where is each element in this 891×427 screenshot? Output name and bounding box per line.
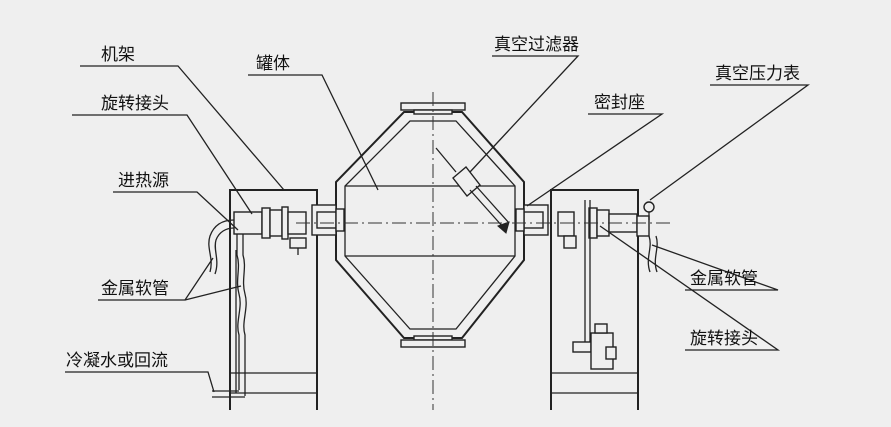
label-vacuum-gauge: 真空压力表 <box>715 64 800 84</box>
label-metal-hose-right: 金属软管 <box>690 269 758 289</box>
vacuum-gauge-icon <box>643 201 655 220</box>
label-vacuum-filter: 真空过滤器 <box>494 35 579 55</box>
labels: 机架 旋转接头 进热源 金属软管 冷凝水或回流 罐体 真空过滤器 密封座 真空压… <box>66 35 800 371</box>
tank-body <box>335 102 525 348</box>
left-rotary-joint <box>233 206 307 255</box>
shafts <box>311 204 549 236</box>
label-rotary-joint-left: 旋转接头 <box>101 94 169 114</box>
leader-lines <box>65 55 810 393</box>
label-seal-seat: 密封座 <box>594 93 645 113</box>
label-heat-inlet: 进热源 <box>118 171 169 191</box>
label-tank: 罐体 <box>256 54 290 74</box>
right-metal-hose <box>647 235 658 273</box>
label-rotary-joint-right: 旋转接头 <box>690 329 758 349</box>
vacuum-filter <box>435 147 510 234</box>
right-frame <box>550 189 639 410</box>
label-condensate-return: 冷凝水或回流 <box>66 351 168 371</box>
gearbox <box>590 323 617 370</box>
left-metal-hose <box>208 219 247 398</box>
label-frame: 机架 <box>101 45 135 65</box>
label-metal-hose-left: 金属软管 <box>101 279 169 299</box>
